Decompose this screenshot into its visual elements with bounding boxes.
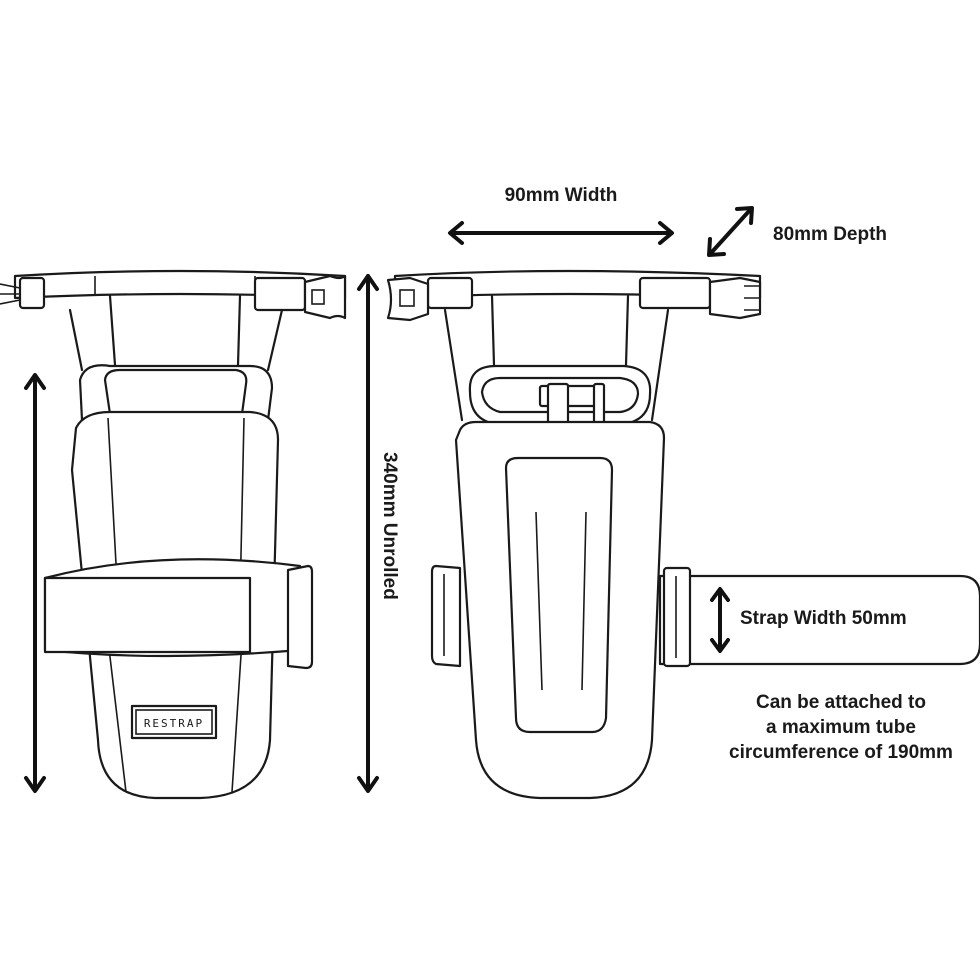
- back-left-strap-keeper: [426, 276, 474, 310]
- attach-note-line3: circumference of 190mm: [729, 742, 953, 763]
- front-logo-badge: [130, 704, 218, 740]
- front-velcro-flap: [43, 576, 252, 654]
- front-right-buckle: [303, 274, 347, 320]
- front-strap-ring: [286, 564, 314, 670]
- dimension-arrows: [24, 206, 754, 793]
- width-arrow-icon: [448, 221, 674, 245]
- strap-width-label: Strap Width 50mm: [740, 608, 907, 629]
- back-panel: [504, 456, 614, 734]
- strap-width-arrow-icon: [710, 587, 730, 653]
- back-left-strap-ring: [430, 564, 462, 668]
- attach-note-line1: Can be attached to: [756, 692, 926, 713]
- width-label: 90mm Width: [505, 185, 618, 206]
- back-right-strap-ring: [662, 566, 692, 668]
- depth-label: 80mm Depth: [773, 224, 887, 245]
- logo-text: RESTRAP: [144, 717, 204, 730]
- back-right-buckle: [708, 276, 762, 320]
- back-strap-extended: [658, 574, 980, 666]
- height-label: 340mm Unrolled: [379, 452, 400, 600]
- front-height-arrow-icon: [24, 373, 46, 793]
- depth-arrow-icon: [707, 206, 754, 257]
- front-view: RESTRAP: [0, 269, 347, 800]
- back-view: [386, 269, 980, 800]
- front-right-strap-keeper: [253, 276, 307, 312]
- front-left-buckle: [18, 276, 46, 310]
- back-left-buckle: [386, 276, 430, 322]
- dimension-labels: 90mm Width 80mm Depth 340mm Unrolled Str…: [379, 185, 953, 763]
- attach-note-line2: a maximum tube: [766, 717, 916, 738]
- unrolled-height-arrow-icon: [357, 274, 379, 793]
- back-right-strap-keeper: [638, 276, 712, 310]
